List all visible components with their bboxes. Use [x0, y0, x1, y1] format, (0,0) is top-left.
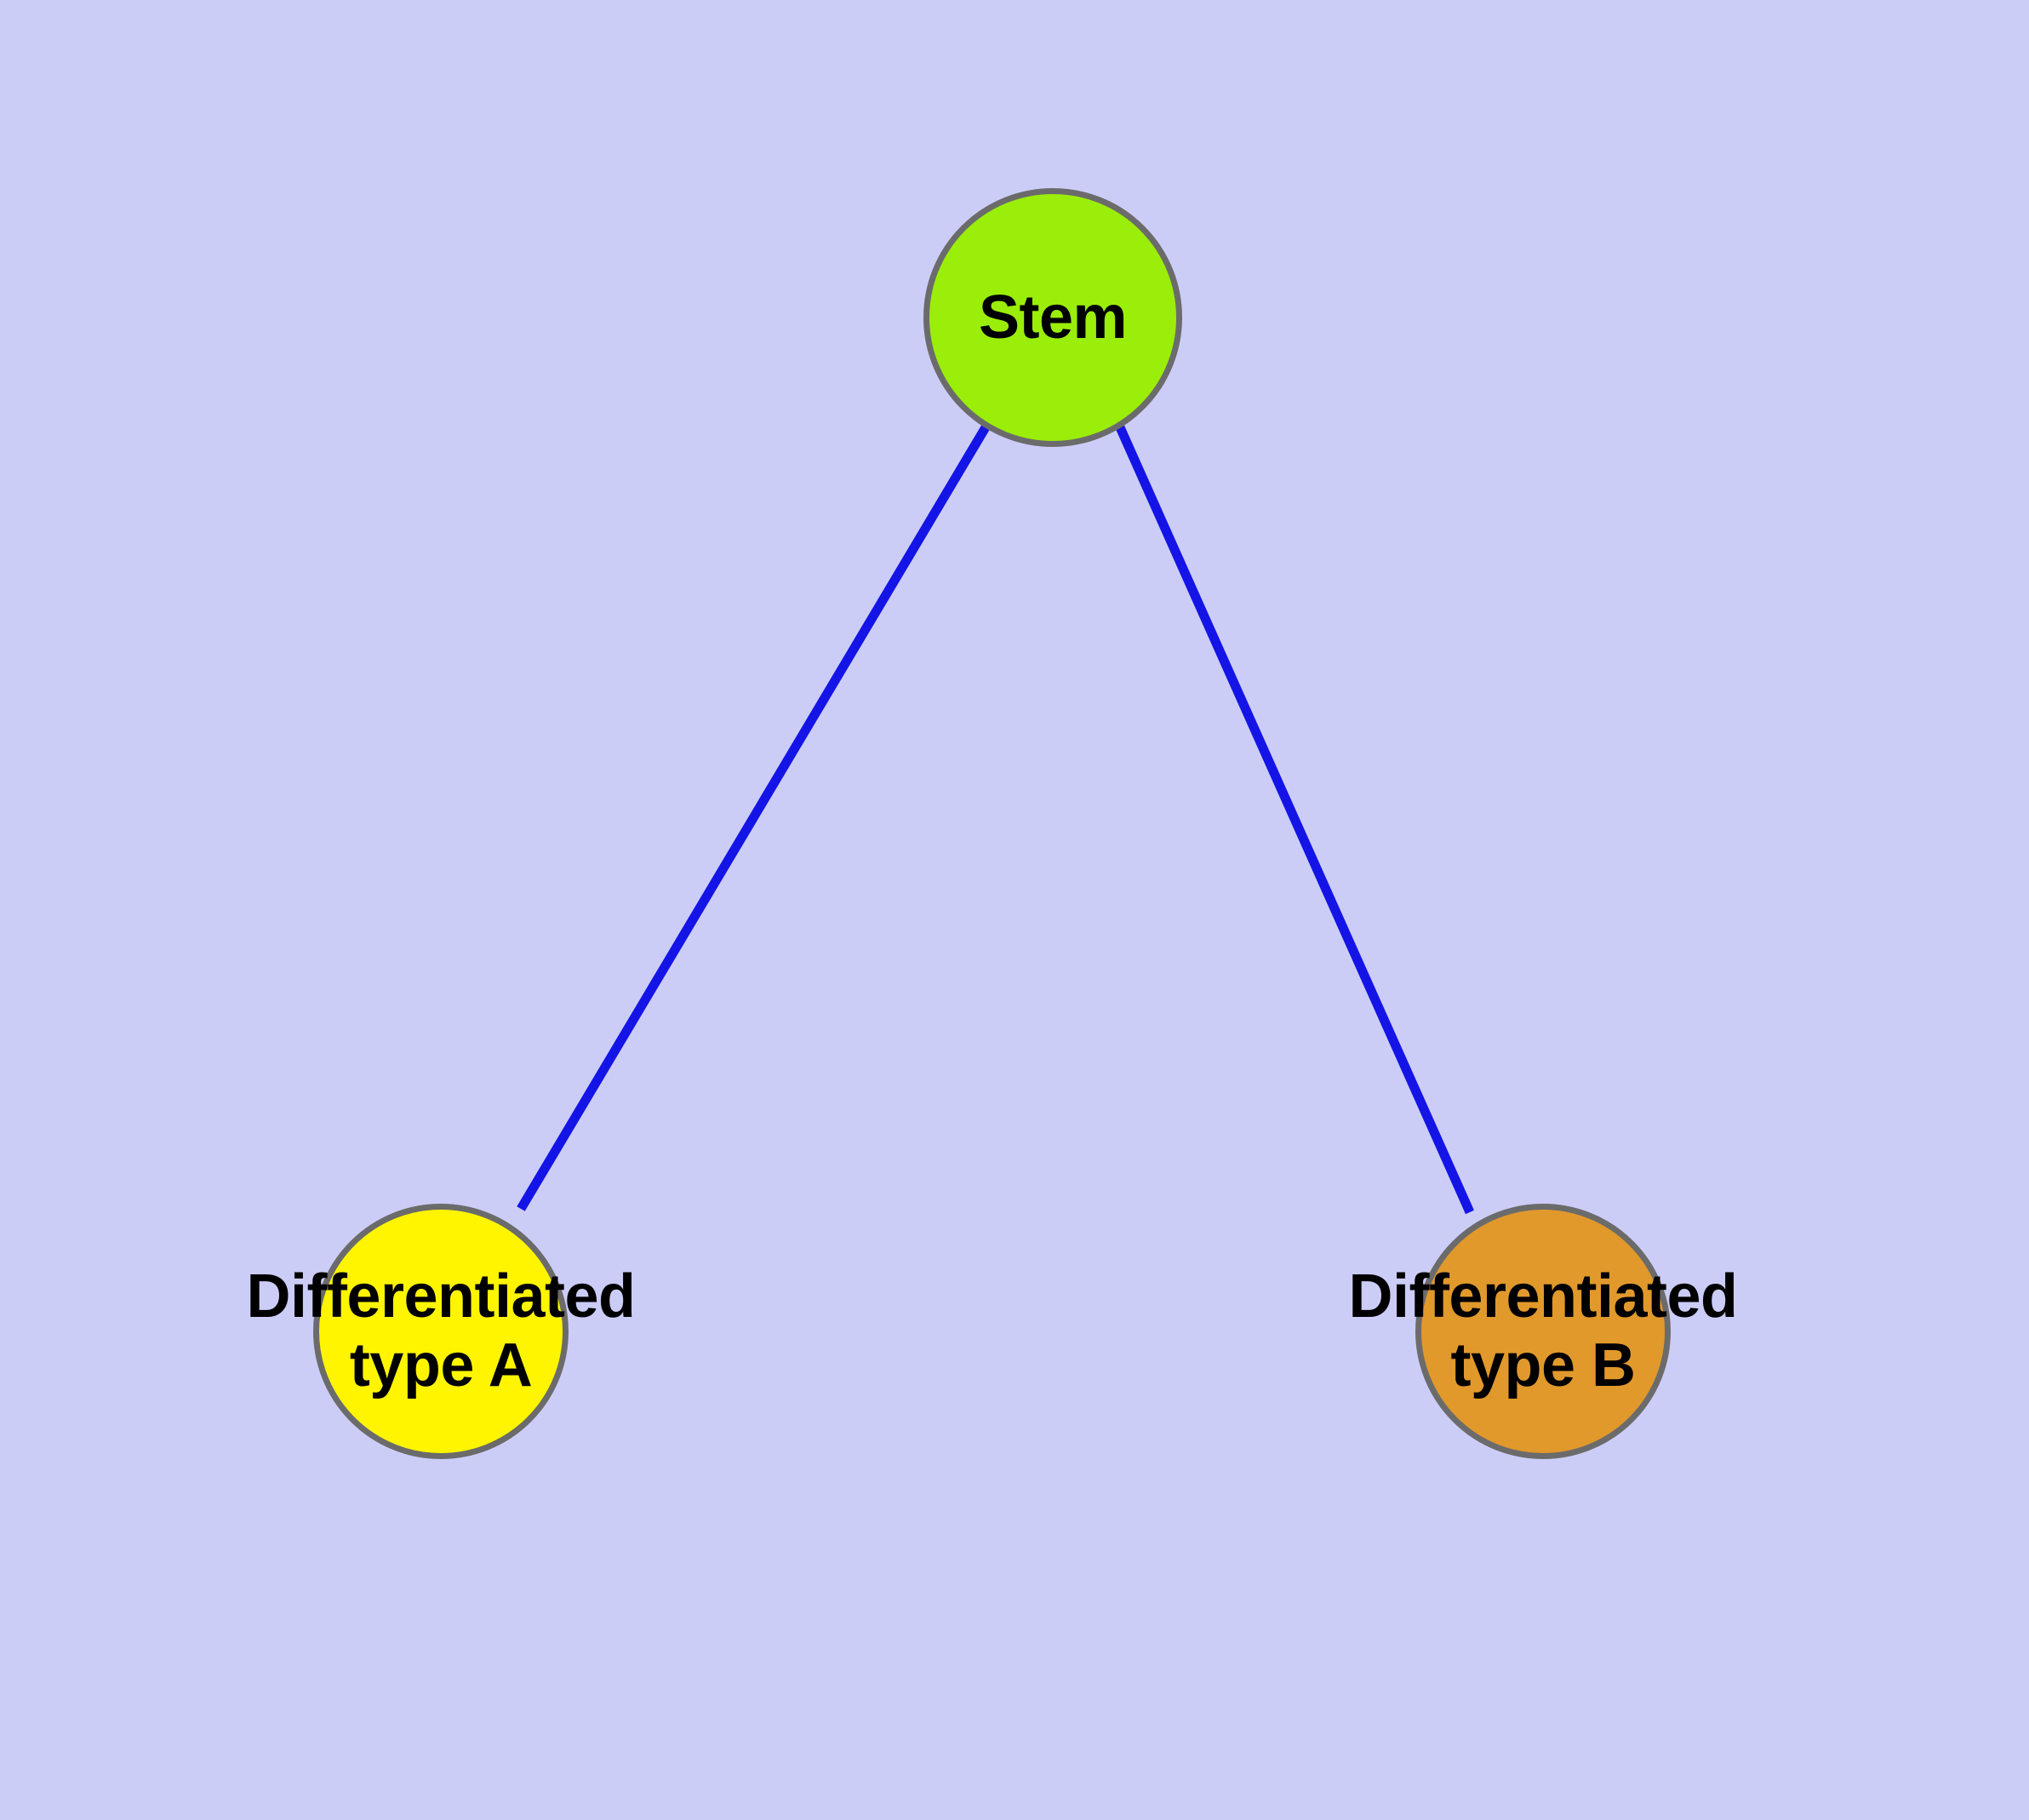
graph-node-label-diff_a: Differentiated type A [246, 1262, 636, 1399]
graph-node-stem[interactable] [923, 188, 1182, 447]
graph-node-label-stem: Stem [978, 283, 1128, 352]
graph-node-label-diff_b: Differentiated type B [1348, 1262, 1738, 1399]
graph-edge-stem-to-b [1115, 425, 1475, 1215]
graph-node-diff_a[interactable] [313, 1204, 569, 1459]
graph-edge-stem-to-a [517, 425, 990, 1211]
graph-node-diff_b[interactable] [1415, 1204, 1671, 1459]
